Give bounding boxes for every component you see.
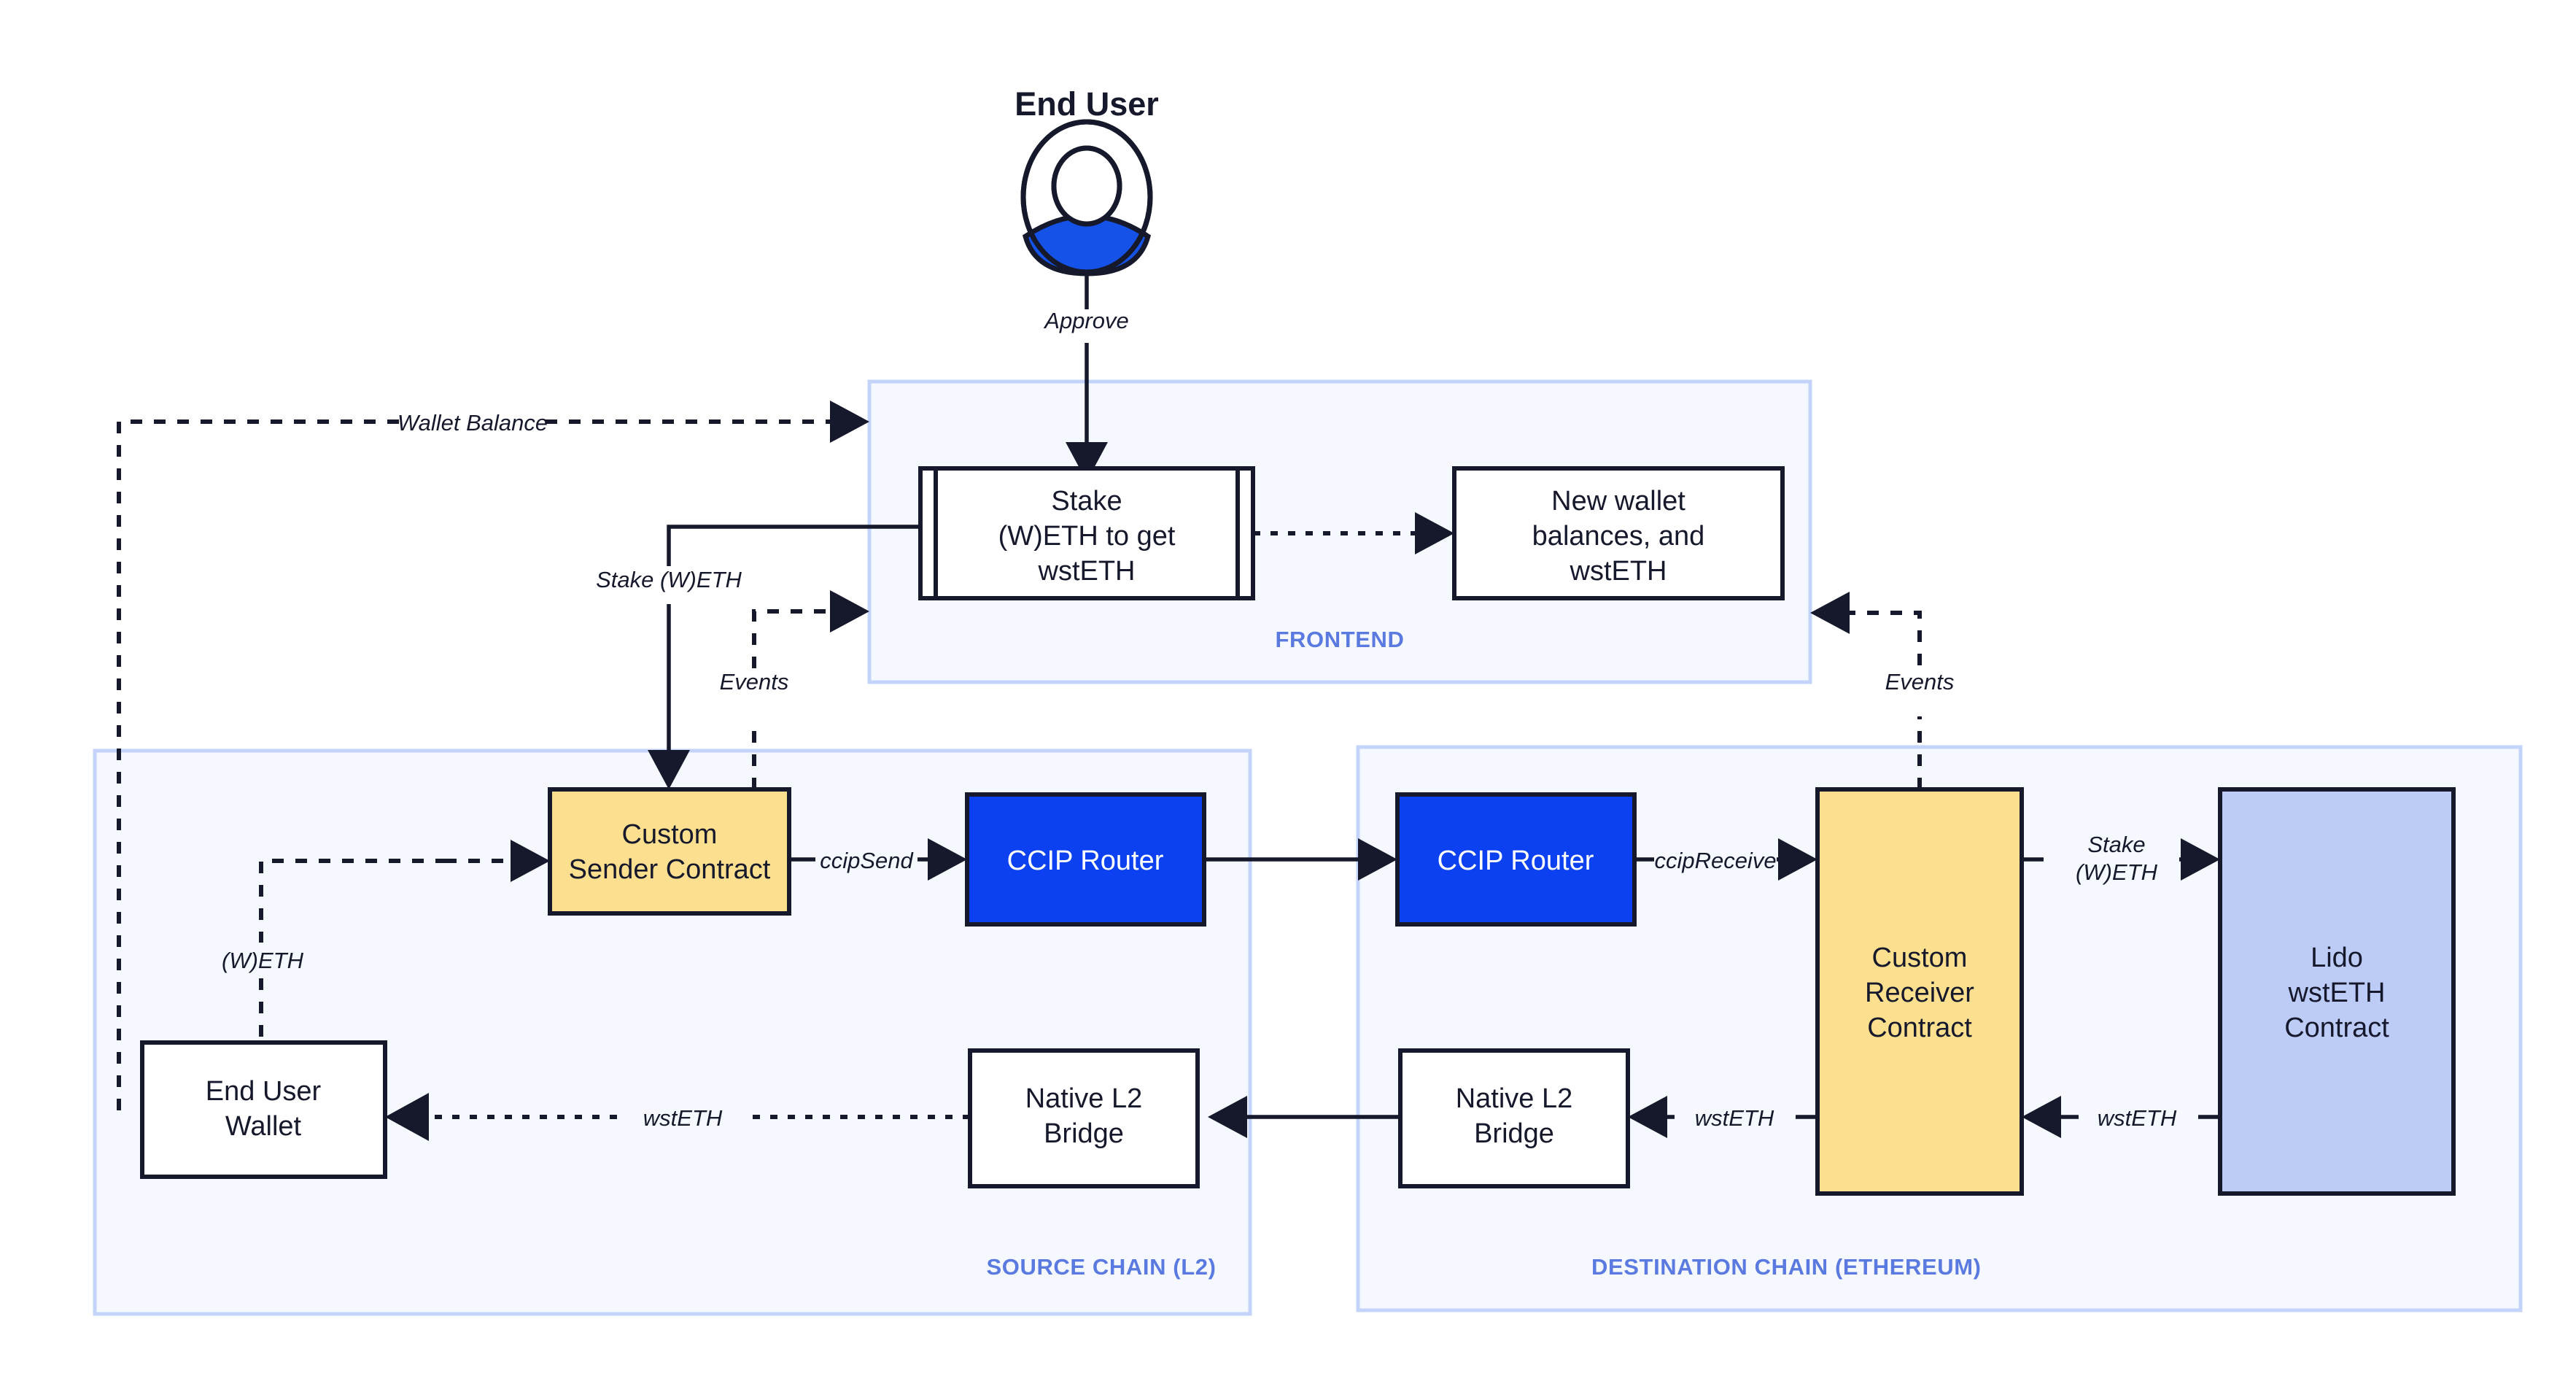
- node-ccip-router-destination[interactable]: CCIP Router: [1395, 792, 1637, 927]
- edge-wsteth-lido-to-receiver: wstETH: [2022, 1096, 2220, 1138]
- user-avatar-icon: [1020, 119, 1153, 276]
- new-balances-box: [1452, 466, 1785, 600]
- arrowhead-wallet-balance: [830, 401, 869, 443]
- receiver-contract-line3: Contract: [1867, 1013, 1972, 1043]
- arrowhead-wsteth-wallet: [385, 1093, 429, 1141]
- edge-stake-weth: Stake (W)ETH: [596, 525, 920, 789]
- edge-events-destination: Events: [1810, 592, 1954, 789]
- bridge-destination-line1: Native L2: [1456, 1083, 1573, 1114]
- receiver-contract-box: [1815, 787, 2024, 1196]
- new-balances-line3: wstETH: [1570, 556, 1667, 587]
- edge-stake-lido-line1: Stake: [2087, 832, 2145, 857]
- bridge-source-line1: Native L2: [1025, 1083, 1143, 1114]
- edge-wallet-balance: Wallet Balance: [117, 401, 869, 1110]
- actor-end-user[interactable]: End User: [1015, 85, 1159, 276]
- end-user-wallet-line1: End User: [206, 1076, 322, 1107]
- stake-form-box: [918, 466, 1255, 600]
- edge-wsteth-bridge-label: wstETH: [1695, 1105, 1774, 1131]
- edge-ccipreceive: ccipReceive: [1634, 838, 1817, 881]
- edge-weth-label-group: (W)ETH: [208, 943, 317, 978]
- source-chain-label: SOURCE CHAIN (L2): [986, 1254, 1216, 1280]
- edge-stake-weth-lido: Stake (W)ETH: [2022, 832, 2220, 885]
- arrowhead-ccipsend: [928, 838, 967, 881]
- router-source-label: CCIP Router: [1007, 846, 1164, 876]
- end-user-wallet-line2: Wallet: [225, 1111, 302, 1142]
- weth-label-backdrop: [208, 943, 317, 978]
- lido-contract-line1: Lido: [2311, 943, 2363, 973]
- sender-contract-line2: Sender Contract: [569, 854, 771, 885]
- bridge-destination-line2: Bridge: [1474, 1118, 1554, 1149]
- edge-approve: Approve: [1043, 273, 1129, 482]
- edge-ccipsend: ccipSend: [789, 838, 967, 881]
- node-end-user-wallet[interactable]: End User Wallet: [140, 1040, 387, 1179]
- node-native-l2-bridge-destination[interactable]: Native L2 Bridge: [1398, 1048, 1630, 1188]
- actor-label: End User: [1015, 85, 1159, 123]
- receiver-contract-line1: Custom: [1872, 943, 1968, 973]
- node-custom-receiver-contract[interactable]: Custom Receiver Contract: [1815, 787, 2024, 1196]
- router-destination-box: [1395, 792, 1637, 927]
- arrowhead-form-to-balances: [1415, 512, 1454, 554]
- edge-wsteth-to-wallet: wstETH: [385, 1093, 970, 1141]
- arrowhead-wsteth-bridge: [1628, 1096, 1667, 1138]
- edge-bridge-to-bridge: [1208, 1096, 1400, 1138]
- arrowhead-stake-lido: [2181, 838, 2220, 881]
- node-custom-sender-contract[interactable]: Custom Sender Contract: [548, 787, 791, 916]
- stake-form-line2: (W)ETH to get: [998, 521, 1176, 552]
- edge-ccipreceive-label: ccipReceive: [1654, 848, 1776, 873]
- bridge-source-box: [968, 1048, 1200, 1188]
- edge-weth: (W)ETH: [259, 840, 550, 1060]
- edge-router-to-router: [1204, 838, 1397, 881]
- edge-events-source: Events: [720, 590, 869, 789]
- edge-wsteth-lido-label: wstETH: [2098, 1105, 2177, 1131]
- node-lido-wsteth-contract[interactable]: Lido wstETH Contract: [2218, 787, 2456, 1196]
- arrowhead-wsteth-lido: [2022, 1096, 2061, 1138]
- edge-wsteth-wallet-label: wstETH: [643, 1105, 723, 1131]
- node-native-l2-bridge-source[interactable]: Native L2 Bridge: [968, 1048, 1200, 1188]
- new-balances-line2: balances, and: [1532, 521, 1705, 552]
- router-source-box: [965, 792, 1206, 927]
- edge-weth-label-text: (W)ETH: [222, 948, 304, 973]
- router-destination-label: CCIP Router: [1438, 846, 1594, 876]
- edge-stake-weth-label: Stake (W)ETH: [596, 567, 742, 592]
- end-user-wallet-box: [140, 1040, 387, 1179]
- bridge-destination-box: [1398, 1048, 1630, 1188]
- arrowhead-weth: [511, 840, 550, 882]
- edge-events-destination-label: Events: [1885, 669, 1955, 695]
- edge-approve-label: Approve: [1043, 308, 1128, 333]
- new-balances-line1: New wallet: [1551, 486, 1685, 517]
- node-stake-form[interactable]: Stake (W)ETH to get wstETH: [918, 466, 1255, 600]
- edge-wsteth-receiver-to-bridge: wstETH: [1628, 1096, 1817, 1138]
- edge-ccipsend-label: ccipSend: [820, 848, 914, 873]
- lido-contract-line2: wstETH: [2288, 978, 2386, 1008]
- edge-events-source-label: Events: [720, 669, 789, 695]
- frontend-label: FRONTEND: [1275, 627, 1404, 652]
- edge-stake-lido-line2: (W)ETH: [2076, 859, 2158, 885]
- arrowhead-approve: [1066, 442, 1108, 482]
- destination-chain-label: DESTINATION CHAIN (ETHEREUM): [1591, 1254, 1982, 1280]
- arrowhead-bridge-to-bridge: [1208, 1096, 1247, 1138]
- arrowhead-events-destination: [1810, 592, 1850, 634]
- edge-form-to-balances: [1253, 512, 1454, 554]
- bridge-source-line2: Bridge: [1044, 1118, 1124, 1149]
- stake-form-line1: Stake: [1051, 486, 1122, 517]
- sender-contract-box: [548, 787, 791, 916]
- node-ccip-router-source[interactable]: CCIP Router: [965, 792, 1206, 927]
- lido-contract-box: [2218, 787, 2456, 1196]
- receiver-contract-line2: Receiver: [1865, 978, 1974, 1008]
- arrowhead-stake-weth: [648, 750, 690, 789]
- arrowhead-events-source: [830, 590, 869, 633]
- stake-form-line3: wstETH: [1038, 556, 1136, 587]
- edge-wallet-balance-label: Wallet Balance: [397, 410, 548, 436]
- sender-contract-line1: Custom: [622, 819, 718, 850]
- arrowhead-ccipreceive: [1778, 838, 1817, 881]
- node-new-wallet-balances[interactable]: New wallet balances, and wstETH: [1452, 466, 1785, 600]
- arrowhead-router-to-router: [1358, 838, 1397, 881]
- lido-contract-line3: Contract: [2284, 1013, 2389, 1043]
